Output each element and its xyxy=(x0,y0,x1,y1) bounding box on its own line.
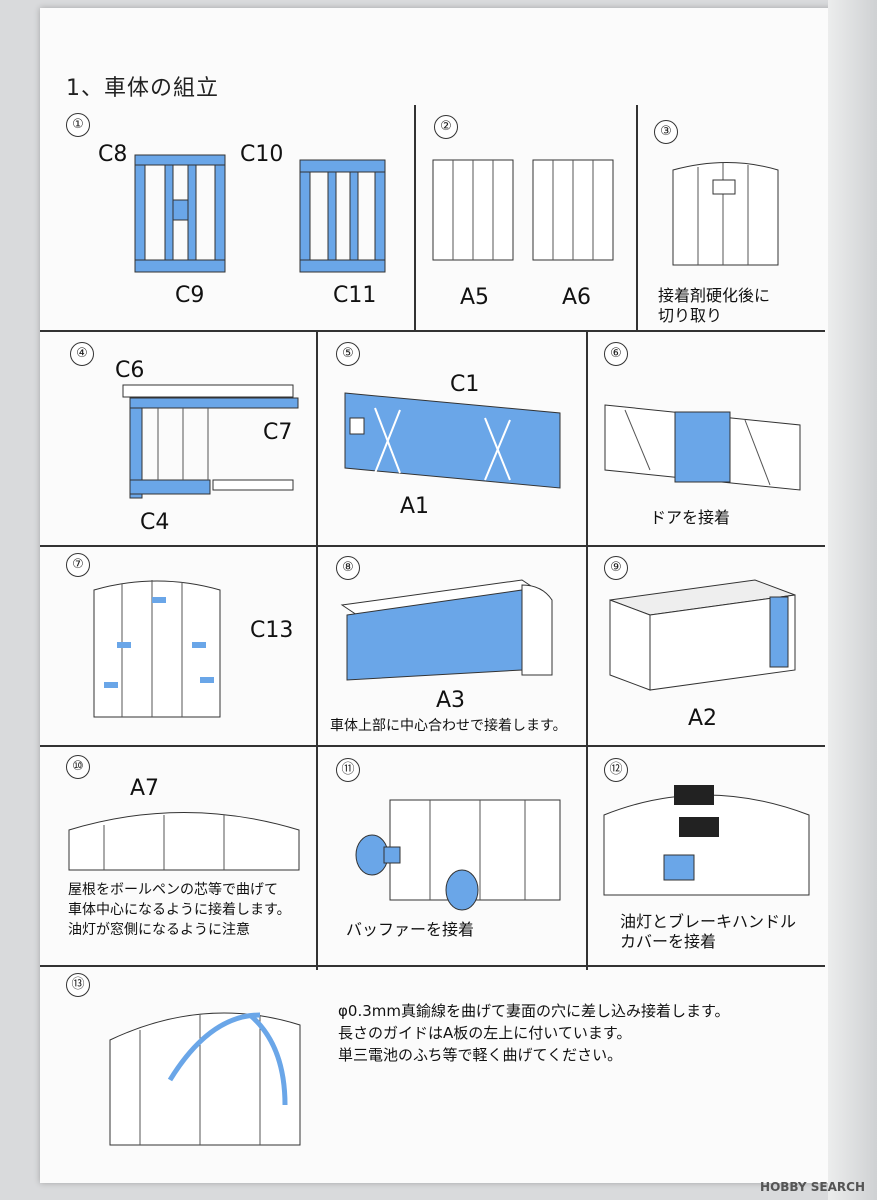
part-label: C9 xyxy=(175,283,205,308)
part-label: C4 xyxy=(140,510,170,535)
part-label: A5 xyxy=(460,285,490,310)
end-wall-parts-illustration xyxy=(93,580,221,718)
divider xyxy=(40,965,825,967)
step-number: ① xyxy=(66,113,90,137)
step-number: ⑬ xyxy=(66,973,90,997)
part-label: A3 xyxy=(436,688,466,713)
roof-illustration xyxy=(68,812,300,871)
divider xyxy=(40,745,825,747)
step-number: ⑤ xyxy=(336,342,360,366)
part-label: C7 xyxy=(263,420,293,445)
divider xyxy=(40,545,825,547)
divider xyxy=(40,330,825,332)
end-wall-illustration xyxy=(672,162,779,266)
step-number: ② xyxy=(434,115,458,139)
divider xyxy=(586,330,588,970)
part-label: C11 xyxy=(333,283,377,308)
side-wall-door-illustration xyxy=(604,404,801,491)
step-note: ドアを接着 xyxy=(650,508,731,527)
wall-panels-illustration xyxy=(432,159,614,261)
part-label: C6 xyxy=(115,358,145,383)
part-label: C8 xyxy=(98,142,128,167)
bag-edge xyxy=(828,0,877,1200)
hobby-search-logo-icon: HOBBY SEARCH xyxy=(760,1180,865,1194)
part-label: C13 xyxy=(250,618,294,643)
step-number: ⑪ xyxy=(336,758,360,782)
part-label: C10 xyxy=(240,142,284,167)
step-note: 車体上部に中心合わせで接着します。 xyxy=(330,718,567,734)
part-frame-illustration xyxy=(299,159,386,273)
part-frame-illustration xyxy=(134,154,226,273)
handrail-illustration xyxy=(109,1012,301,1146)
step-number: ⑫ xyxy=(604,758,628,782)
buffer-illustration xyxy=(355,799,561,911)
part-label: C1 xyxy=(450,372,480,397)
part-label: A1 xyxy=(400,494,430,519)
step-note: φ0.3mm真鍮線を曲げて妻面の穴に差し込み接着します。 長さのガイドはA板の左… xyxy=(338,1002,730,1064)
step-note: 接着剤硬化後に 切り取り xyxy=(658,286,771,325)
divider xyxy=(636,105,638,330)
part-label: A6 xyxy=(562,285,592,310)
part-label: A7 xyxy=(130,776,160,801)
step-number: ⑧ xyxy=(336,556,360,580)
page-title: 1、車体の組立 xyxy=(66,76,219,101)
body-box-illustration xyxy=(609,579,796,691)
frame-assembly-illustration xyxy=(122,384,299,499)
step-number: ⑩ xyxy=(66,755,90,779)
step-note: バッファーを接着 xyxy=(346,920,475,939)
lamp-brake-illustration xyxy=(603,785,810,896)
part-label: A2 xyxy=(688,706,718,731)
step-note: 屋根をボールペンの芯等で曲げて 車体中心になるように接着します。 油灯が窓側にな… xyxy=(68,882,291,938)
step-number: ⑦ xyxy=(66,553,90,577)
divider xyxy=(414,105,416,330)
divider xyxy=(316,330,318,970)
roof-plate-illustration xyxy=(340,579,553,681)
step-number: ⑨ xyxy=(604,556,628,580)
side-wall-illustration xyxy=(344,392,561,489)
step-number: ③ xyxy=(654,120,678,144)
step-number: ④ xyxy=(70,342,94,366)
step-number: ⑥ xyxy=(604,342,628,366)
step-note: 油灯とブレーキハンドル カバーを接着 xyxy=(620,912,797,951)
